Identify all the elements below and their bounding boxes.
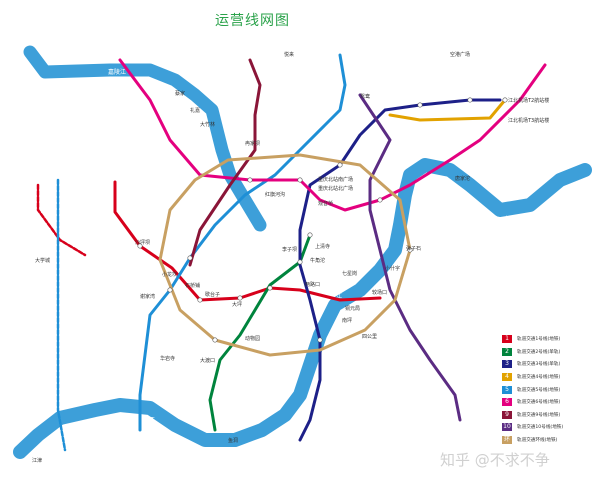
station-label: 弹子石 — [406, 245, 421, 252]
legend-line-label: 轨道交通10号线(地铁) — [517, 425, 564, 431]
legend-row: 9 轨道交通9号线(地铁) — [502, 409, 598, 422]
legend-line-label: 轨道交通2号线(单轨) — [517, 349, 561, 355]
legend-line-label: 轨道交通9号线(地铁) — [517, 412, 561, 418]
station-label: 红旗河沟 — [265, 191, 285, 198]
station-label: 礼嘉 — [190, 107, 200, 114]
legend-line-label: 轨道交通3号线(单轨) — [517, 362, 561, 368]
station-label: 大竹林 — [200, 121, 215, 128]
station-label: 悦来 — [284, 51, 294, 58]
legend-row: 环 轨道交通环线(地铁) — [502, 434, 598, 447]
legend-line-badge: 环 — [502, 436, 512, 445]
river-label-yangtze-2: 长江 — [330, 292, 342, 300]
legend-line-badge: 5 — [502, 385, 512, 394]
line-6-route — [118, 58, 547, 212]
line-4-route — [388, 98, 507, 122]
legend-row: 1 轨道交通1号线(地铁) — [502, 333, 598, 346]
station-label: 动物园 — [245, 335, 260, 342]
station-label: 江北机场T3航站楼 — [508, 117, 549, 124]
line-5-west-branch — [56, 178, 67, 452]
legend-line-badge: 10 — [502, 423, 512, 432]
station-label: 小龙坎 — [162, 271, 177, 278]
legend-line-label: 轨道交通1号线(地铁) — [517, 337, 561, 343]
legend-row: 2 轨道交通2号线(单轨) — [502, 346, 598, 359]
legend-line-badge: 6 — [502, 398, 512, 407]
river-label-yangtze-3: 长江 — [143, 416, 155, 424]
legend-line-label: 轨道交通6号线(地铁) — [517, 400, 561, 406]
station-label: 鸳鸯 — [360, 93, 370, 100]
station-label: 唐家沱 — [455, 175, 470, 182]
line-3-route — [298, 98, 502, 442]
watermark: 知乎 @不求不争 — [440, 451, 550, 469]
legend-line-badge: 9 — [502, 410, 512, 419]
station-label: 四公里 — [362, 334, 377, 340]
legend-line-badge: 1 — [502, 335, 512, 344]
legend-line-label: 轨道交通5号线(地铁) — [517, 387, 561, 393]
station-label: 蔡家 — [175, 90, 185, 97]
river-yangtze — [13, 158, 592, 459]
station-label: 牛角沱 — [310, 257, 325, 264]
line-1-west-branch — [36, 183, 87, 257]
line-10-route — [358, 93, 462, 422]
station-label: 歇台子 — [205, 291, 220, 298]
line-legend: 1 轨道交通1号线(地铁) 2 轨道交通2号线(单轨) 3 轨道交通3号线(单轨… — [502, 333, 598, 446]
station-label: 南坪 — [342, 317, 352, 324]
legend-line-badge: 3 — [502, 360, 512, 369]
station-label: 两路口 — [305, 281, 320, 288]
station-label: 空港广场 — [450, 51, 470, 58]
station-label: 重庆北站南广场 — [318, 176, 353, 183]
station-label: 大渡口 — [200, 357, 215, 364]
station-labels: 沙坪坝 小龙坎 大坪 两路口 较场口 小什字 七星岗 牛角沱 上清寺 李子坝 红… — [32, 51, 549, 464]
station-label: 鱼洞 — [228, 437, 238, 444]
station-label: 石桥铺 — [185, 282, 200, 289]
legend-row: 5 轨道交通5号线(地铁) — [502, 383, 598, 396]
legend-row: 6 轨道交通6号线(地铁) — [502, 396, 598, 409]
station-label: 谢家湾 — [140, 293, 155, 300]
station-label: 上清寺 — [315, 243, 330, 250]
legend-line-label: 轨道交通环线(地铁) — [517, 438, 558, 444]
station-label: 华岩寺 — [160, 355, 175, 362]
station-label: 冉家坝 — [245, 140, 260, 147]
legend-row: 3 轨道交通3号线(单轨) — [502, 358, 598, 371]
loop-line-route — [158, 153, 412, 357]
legend-row: 4 轨道交通4号线(地铁) — [502, 371, 598, 384]
legend-line-badge: 2 — [502, 347, 512, 356]
station-label: 大坪 — [232, 301, 242, 308]
line-1-route — [113, 180, 382, 302]
station-label: 江北机场T2航站楼 — [508, 97, 549, 104]
river-label-yangtze: 长江 — [505, 215, 517, 223]
legend-line-badge: 4 — [502, 373, 512, 382]
station-label: 李子坝 — [282, 246, 297, 253]
station-label: 观音桥 — [318, 200, 333, 207]
station-label: 铜元局 — [345, 305, 360, 312]
map-title: 运营线网图 — [215, 13, 290, 29]
station-label: 较场口 — [372, 289, 387, 296]
station-label: 沙坪坝 — [135, 239, 150, 246]
station-label: 七星岗 — [342, 270, 357, 277]
line-9-route — [188, 58, 262, 267]
station-markers — [137, 97, 508, 343]
line-5-route — [138, 53, 347, 432]
legend-line-label: 轨道交通4号线(地铁) — [517, 375, 561, 381]
station-label: 小什字 — [385, 265, 400, 272]
river-label-jialing: 嘉陵江 — [108, 68, 126, 76]
legend-row: 10 轨道交通10号线(地铁) — [502, 421, 598, 434]
station-label: 大学城 — [35, 257, 50, 264]
river-jialing — [23, 45, 267, 232]
station-label: 江津 — [32, 457, 42, 464]
station-label: 重庆北站北广场 — [318, 185, 353, 192]
